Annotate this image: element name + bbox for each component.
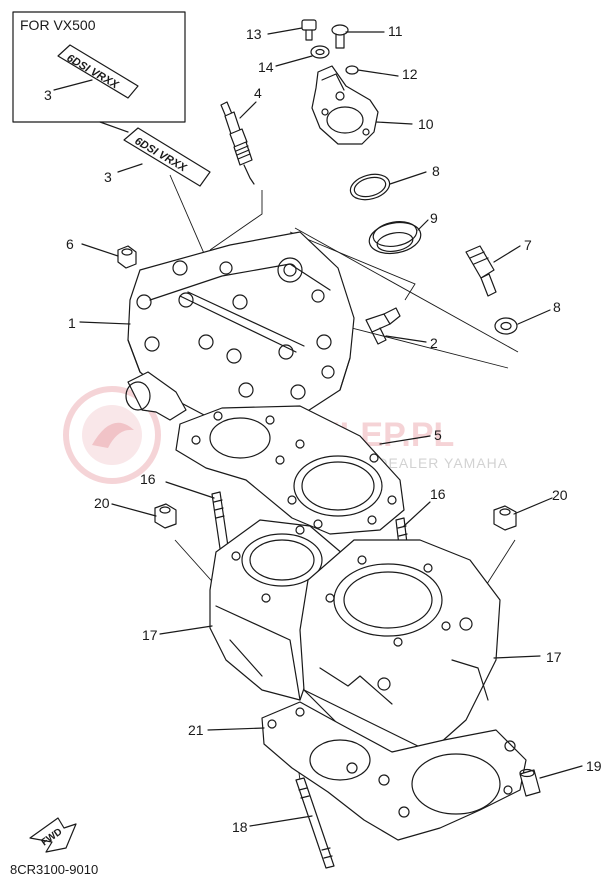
washer-8-icon xyxy=(494,317,518,335)
callout-9: 8 xyxy=(432,163,440,179)
callout-labels: 3 3 4 13 11 14 12 10 8 9 6 7 8 1 2 5 16 … xyxy=(44,23,602,835)
cylinder-head-1-icon xyxy=(125,231,355,429)
head-gasket-5-icon xyxy=(175,405,405,535)
decal-icon: 6DSI VRXX xyxy=(123,127,211,187)
bolt-14-icon xyxy=(301,19,317,41)
callout-17-right: 17 xyxy=(546,649,562,665)
callout-1: 1 xyxy=(68,315,76,331)
callout-20-left: 20 xyxy=(94,495,110,511)
callout-20-right: 20 xyxy=(552,487,568,503)
temperature-sensor-7-icon xyxy=(465,245,497,297)
leader-lines xyxy=(53,27,583,827)
spark-plug-4-icon xyxy=(220,101,255,185)
callout-3: 3 xyxy=(104,169,112,185)
callout-10: 9 xyxy=(430,210,438,226)
callout-6: 6 xyxy=(66,236,74,252)
plug-19-icon xyxy=(519,768,541,797)
callout-12: 11 xyxy=(388,23,403,39)
nut-6-icon xyxy=(117,245,137,269)
gasket-13-icon xyxy=(345,65,359,75)
callout-19: 19 xyxy=(586,758,602,774)
inset-box-vx500: FOR VX500 6DSI VRXX xyxy=(12,11,186,133)
callout-3-inset: 3 xyxy=(44,87,52,103)
callout-17-left: 17 xyxy=(142,627,158,643)
callout-11: 10 xyxy=(418,116,434,132)
callout-16-right: 16 xyxy=(430,486,446,502)
callout-8: 8 xyxy=(553,299,561,315)
callout-21: 21 xyxy=(188,722,204,738)
callout-14: 13 xyxy=(246,26,262,42)
o-ring-9-icon xyxy=(349,173,391,201)
decal-icon: 6DSI VRXX xyxy=(57,44,139,99)
callout-16-left: 16 xyxy=(140,471,156,487)
callout-13: 12 xyxy=(402,66,418,82)
callout-2: 2 xyxy=(430,335,438,351)
callout-5: 5 xyxy=(434,427,442,443)
inset-title: FOR VX500 xyxy=(20,17,96,33)
nut-20-right-icon xyxy=(493,505,517,531)
drawing-code: 8CR3100-9010 xyxy=(10,862,98,877)
nut-20-left-icon xyxy=(154,503,177,529)
callout-7: 7 xyxy=(524,237,532,253)
washer-15-icon xyxy=(310,45,330,59)
callout-15: 14 xyxy=(258,59,274,75)
callout-18: 18 xyxy=(232,819,248,835)
thermostat-cover-11-icon xyxy=(311,65,379,145)
forward-arrow-icon: FWD xyxy=(29,817,77,853)
cylinder-17-right-icon xyxy=(299,539,501,753)
base-gasket-21-icon xyxy=(261,701,527,841)
thermostat-10-icon xyxy=(368,220,422,255)
watermark-logo-icon xyxy=(63,386,161,484)
callout-4: 4 xyxy=(254,85,262,101)
fitting-2-icon xyxy=(365,307,401,345)
stud-18-icon xyxy=(295,777,335,869)
bolt-12-icon xyxy=(331,24,349,49)
